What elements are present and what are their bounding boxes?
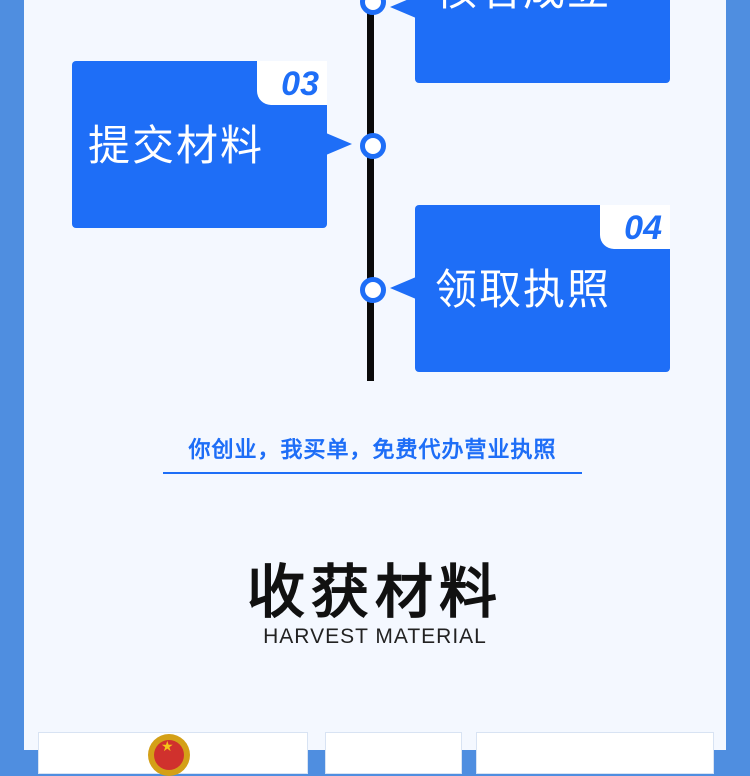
step-pointer: [390, 277, 416, 299]
document-card: [325, 732, 462, 774]
step-number: 04: [624, 209, 662, 247]
timeline-node: [360, 0, 386, 15]
step-title: 领取执照: [435, 265, 612, 314]
step-number: 03: [281, 65, 319, 103]
timeline-line: [367, 0, 374, 381]
step-pointer: [390, 0, 416, 18]
step-card-submit-materials: 03 提交材料: [72, 61, 327, 228]
document-card: [476, 732, 714, 774]
step-title: 提交材料: [88, 121, 265, 170]
step-number-badge: 04: [600, 205, 670, 249]
timeline-node: [360, 133, 386, 159]
section-subtitle: HARVEST MATERIAL: [263, 625, 487, 648]
step-card-get-license: 04 领取执照: [415, 205, 670, 372]
national-emblem-icon: ★: [148, 734, 190, 776]
step-number-badge: 03: [257, 61, 327, 105]
step-card-name-registration: 核名成立: [415, 0, 670, 83]
step-title: 核名成立: [435, 0, 611, 12]
slogan-underline: [163, 472, 582, 474]
timeline-node: [360, 277, 386, 303]
step-pointer: [326, 133, 352, 155]
section-title: 收获材料: [246, 558, 503, 626]
promo-slogan: 你创业，我买单，免费代办营业执照: [188, 438, 557, 463]
